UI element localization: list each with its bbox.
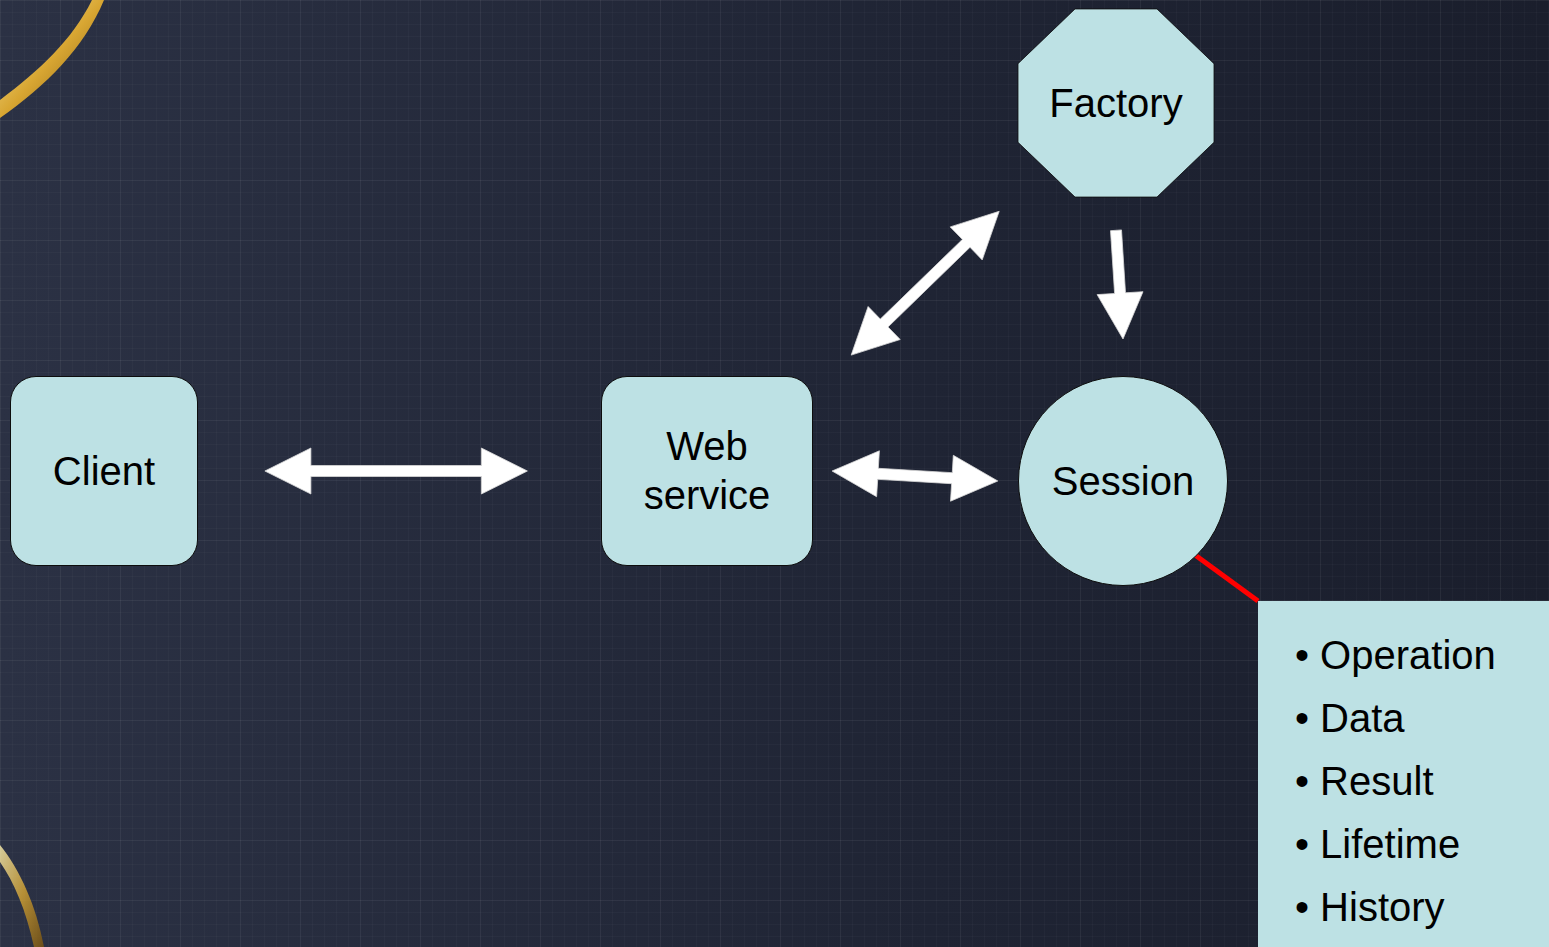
client-box: Client bbox=[10, 376, 198, 566]
node-label: Factory bbox=[1049, 79, 1182, 128]
list-item: • Lifetime bbox=[1295, 813, 1460, 876]
callout-leader bbox=[1193, 554, 1258, 601]
gold-swoosh bbox=[0, 845, 44, 947]
service-box: Web service bbox=[601, 376, 813, 566]
node-label: Client bbox=[53, 447, 155, 496]
list-item: • Result bbox=[1295, 750, 1434, 813]
node-label: Session bbox=[1052, 457, 1194, 506]
list-item: • Operation bbox=[1295, 624, 1496, 687]
flow-arrow bbox=[832, 451, 998, 501]
flow-arrow bbox=[1097, 230, 1143, 339]
flow-arrow bbox=[265, 448, 528, 494]
node-label: Web service bbox=[602, 422, 812, 520]
flow-arrow bbox=[851, 211, 999, 355]
factory-octagon: Factory bbox=[1017, 8, 1215, 198]
session-circle: Session bbox=[1018, 376, 1228, 586]
callout-box: • Operation• Data• Result• Lifetime• His… bbox=[1258, 601, 1549, 947]
list-item: • History bbox=[1295, 876, 1445, 939]
list-item: • Data bbox=[1295, 687, 1405, 750]
gold-swoosh bbox=[0, 0, 104, 118]
